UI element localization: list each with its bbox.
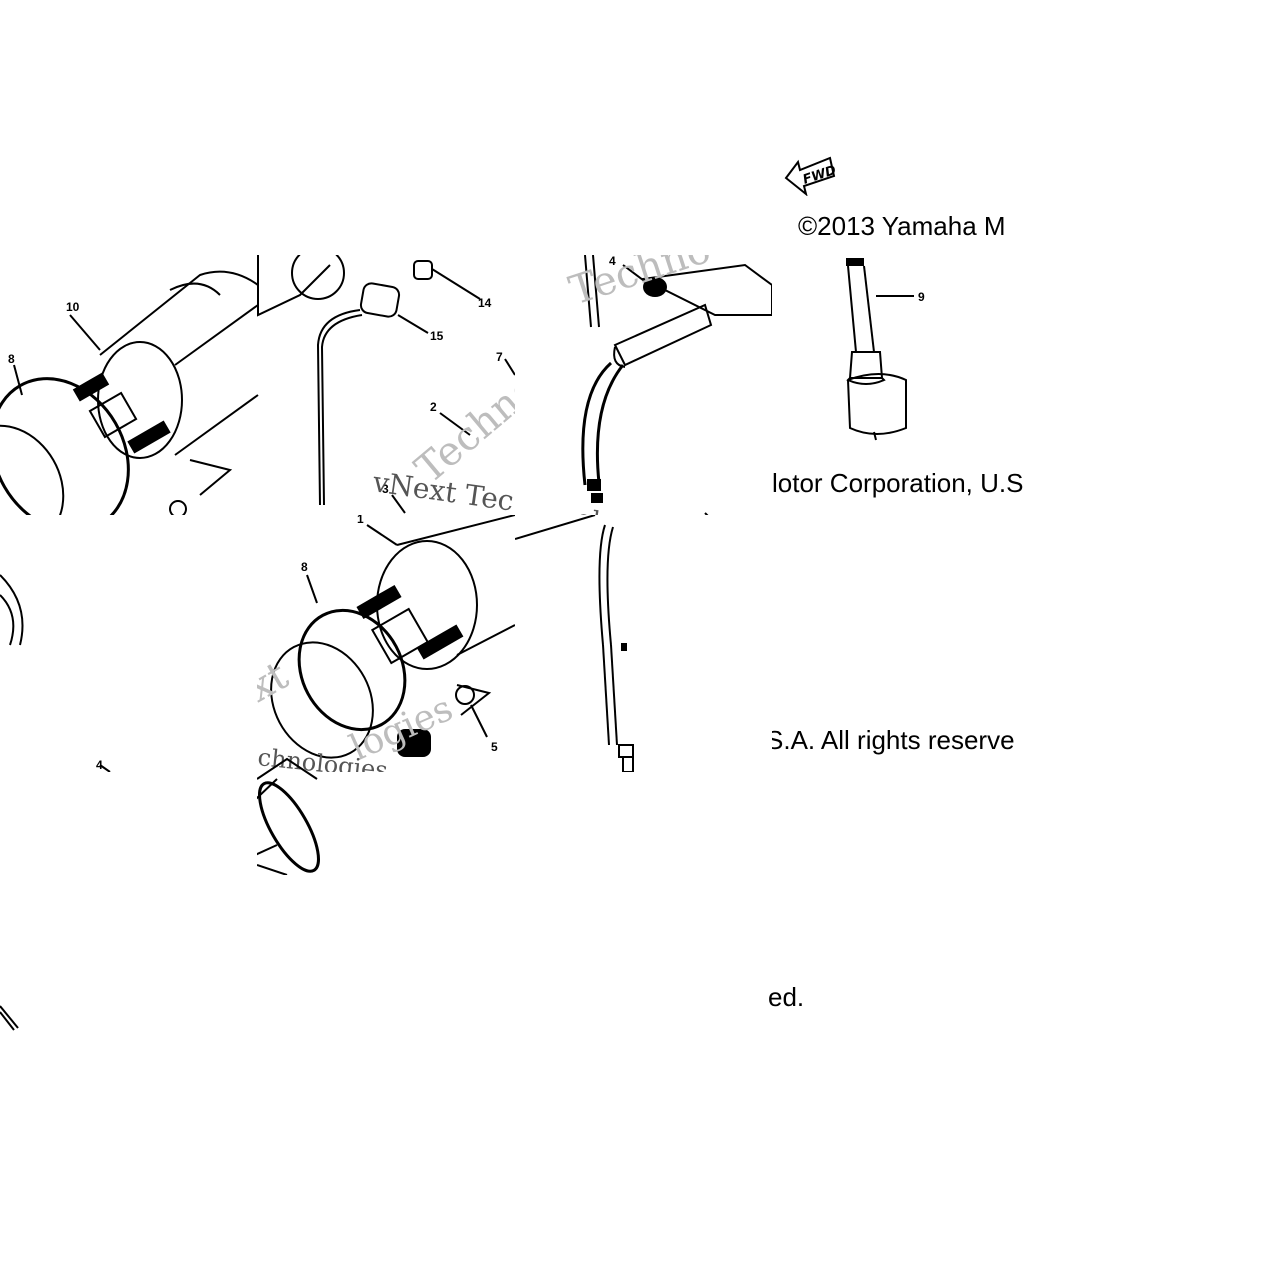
watermark-3: Techno (564, 255, 716, 315)
diagram-tile-3: 1 8 5 ext logies chnologies (257, 515, 515, 772)
callout-14: 14 (478, 296, 492, 310)
callout-8b: 8 (301, 560, 308, 574)
callout-10: 10 (66, 300, 80, 314)
callout-7: 7 (496, 350, 503, 364)
fwd-arrow-icon: FWD (780, 148, 840, 196)
copyright-segment-3: S.A. All rights reserve (766, 725, 1015, 755)
diagram-tile-2: 4 Techno ologies 6 (515, 255, 772, 515)
diagram-tile-1: 10 8 14 15 2 7 3 (0, 255, 515, 515)
callout-2: 2 (430, 400, 437, 414)
diagram-tile-4: 4 (0, 515, 257, 772)
diagram-tile-5 (257, 715, 515, 875)
copyright-segment-1: ©2013 Yamaha M (798, 211, 1006, 241)
diagram-fragment (0, 1000, 30, 1034)
callout-8: 8 (8, 352, 15, 366)
callout-3: 3 (382, 482, 389, 496)
copyright-segment-4: ed. (768, 982, 805, 1012)
part-9-tile: 9 (820, 252, 1000, 452)
copyright-segment-2: lotor Corporation, U.S (772, 468, 1024, 498)
callout-4-left: 4 (96, 758, 103, 772)
callout-4-top: 4 (609, 255, 616, 268)
callout-9: 9 (918, 290, 925, 304)
callout-5: 5 (491, 740, 498, 754)
callout-15: 15 (430, 329, 444, 343)
diagram-tile-3b (515, 515, 772, 772)
watermark-5: ext (257, 653, 296, 724)
callout-1: 1 (357, 515, 364, 526)
watermark-2: Techno (407, 364, 515, 493)
watermark-4: ologies (574, 504, 671, 515)
